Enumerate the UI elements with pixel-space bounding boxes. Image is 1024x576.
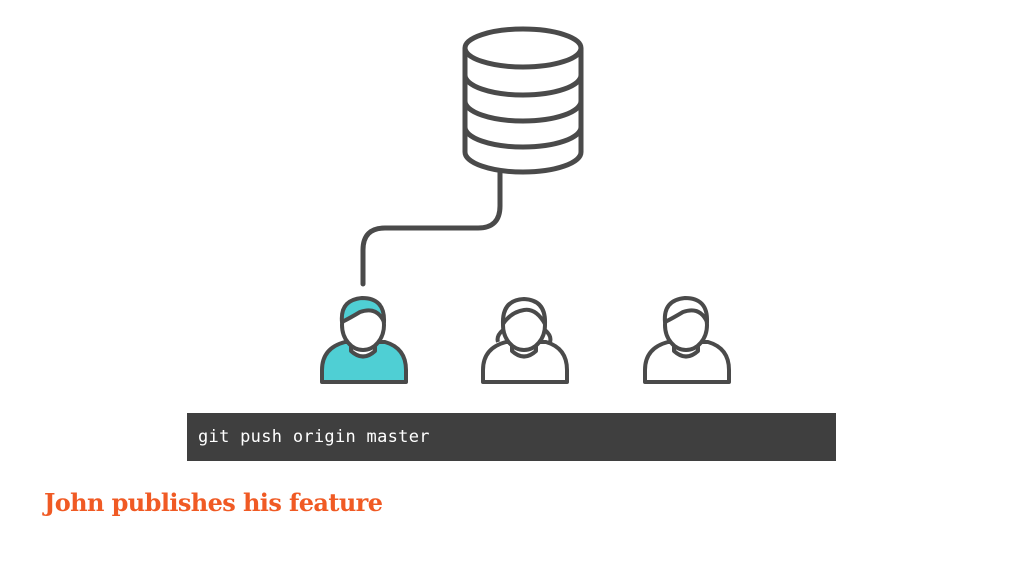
user-woman-icon [481,297,569,384]
push-connector-line [360,169,503,287]
terminal-bar: git push origin master [187,413,836,461]
terminal-command: git push origin master [198,427,430,447]
user-man-icon [643,296,731,384]
user-john-icon [320,296,408,384]
slide-caption: John publishes his feature [44,488,383,517]
database-icon [462,26,584,175]
